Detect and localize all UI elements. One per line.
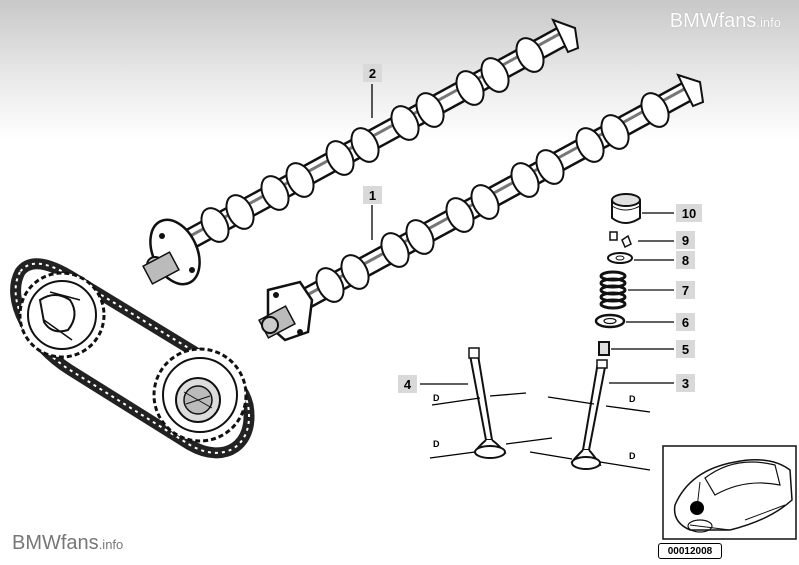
- callout-6: 6: [676, 313, 695, 331]
- watermark-bottom-suffix: .info: [98, 537, 124, 552]
- watermark-top-main: BMWfans: [669, 10, 757, 32]
- watermark-top-suffix: .info: [756, 15, 781, 30]
- part-valve-keepers: [609, 231, 674, 249]
- dimension-d-label: D: [629, 451, 636, 461]
- part-valve-right: [529, 359, 674, 471]
- part-bucket-tappet: [611, 193, 674, 224]
- part-spring-seat: [594, 313, 674, 329]
- dimension-d-label: D: [433, 439, 440, 449]
- part-valve-left: [420, 347, 553, 459]
- part-spring-retainer: [607, 252, 674, 264]
- lower-sprocket: [152, 347, 248, 443]
- part-stem-seal: [598, 341, 674, 356]
- part-valve-spring: [599, 270, 674, 310]
- camshaft-lower: [258, 73, 705, 342]
- callout-3: 3: [676, 374, 695, 392]
- car-location-inset: [662, 445, 797, 540]
- dimension-d-label: D: [629, 394, 636, 404]
- callout-9: 9: [676, 231, 695, 249]
- callout-8: 8: [676, 251, 695, 269]
- callout-10: 10: [676, 204, 702, 222]
- callout-7: 7: [676, 281, 695, 299]
- watermark-bottom-main: BMWfans: [12, 532, 99, 554]
- watermark-top: BMWfans.info: [670, 10, 781, 33]
- watermark-bottom: BMWfans.info: [12, 532, 123, 555]
- callout-2: 2: [363, 64, 382, 82]
- diagram-reference-number: 00012008: [658, 543, 722, 559]
- upper-sprocket: [18, 271, 106, 359]
- callout-4: 4: [398, 375, 417, 393]
- camshaft-upper: [142, 18, 580, 286]
- dimension-d-label: D: [433, 393, 440, 403]
- callout-5: 5: [676, 340, 695, 358]
- callout-1: 1: [363, 186, 382, 204]
